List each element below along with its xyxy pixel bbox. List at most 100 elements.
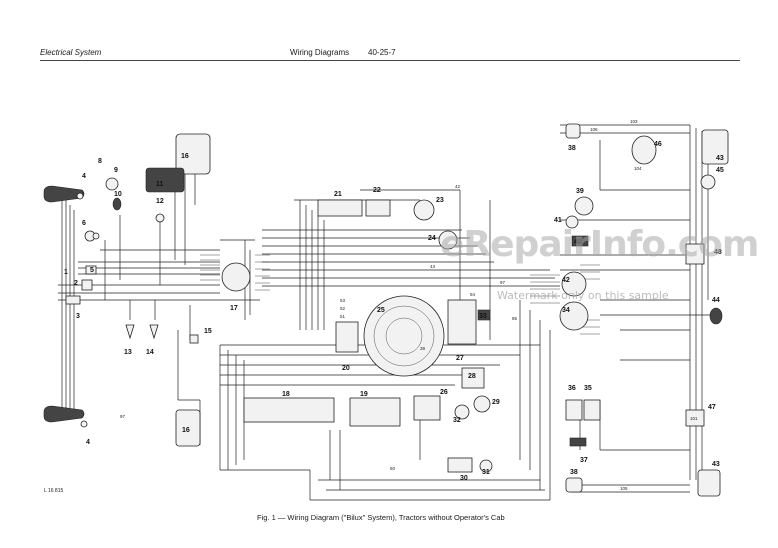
component-41-symbol	[565, 215, 579, 229]
label-component-32: 32	[453, 417, 461, 424]
component-47-box	[685, 409, 705, 427]
component-labels: 1 2 3 4 4 5 6 8 9 10 11 12 13 14 15 16 1…	[64, 141, 724, 482]
label-component-48: 48	[714, 249, 722, 256]
label-component-47: 47	[708, 404, 716, 411]
component-22-box	[365, 199, 391, 217]
component-26-box	[413, 395, 441, 421]
label-component-22: 22	[373, 187, 381, 194]
component-9-symbol	[105, 177, 119, 191]
component-42-connector	[561, 271, 587, 297]
label-component-38-lower: 38	[570, 469, 578, 476]
component-34-connector	[559, 301, 589, 331]
component-16-lower-box	[175, 409, 201, 447]
component-4-upper-bulb	[76, 192, 84, 200]
label-component-13: 13	[124, 349, 132, 356]
component-37-box	[569, 437, 587, 447]
component-29-symbol	[473, 395, 491, 413]
label-component-20: 20	[342, 365, 350, 372]
wire-number: 51	[340, 314, 346, 319]
component-33-box	[477, 309, 491, 321]
label-component-40: 40	[574, 239, 582, 246]
component-30-box	[447, 457, 473, 473]
component-5-box	[85, 265, 97, 275]
component-24-symbol	[438, 230, 458, 250]
label-component-24: 24	[428, 235, 436, 242]
component-27-fuse-block	[447, 299, 477, 345]
label-component-29: 29	[492, 399, 500, 406]
component-36-box	[565, 399, 583, 421]
component-12-symbol	[155, 213, 165, 223]
label-component-25: 25	[377, 307, 385, 314]
headlamp-upper	[43, 185, 85, 203]
label-component-9: 9	[114, 167, 118, 174]
wire-number: 97	[120, 414, 126, 419]
label-component-39: 39	[576, 188, 584, 195]
label-component-15: 15	[204, 328, 212, 335]
wire-number: 42	[455, 184, 461, 189]
label-component-46: 46	[654, 141, 662, 148]
wire-number: 103	[630, 119, 638, 124]
component-43-lower-box	[697, 469, 721, 497]
label-component-5: 5	[90, 267, 94, 274]
header-section: Electrical System	[40, 48, 102, 57]
label-component-10: 10	[114, 191, 122, 198]
component-21-box	[317, 199, 363, 217]
label-component-38-upper: 38	[568, 145, 576, 152]
wire-number: 104	[634, 166, 642, 171]
label-component-1: 1	[64, 269, 68, 276]
component-17-connector	[221, 262, 251, 292]
label-component-21: 21	[334, 191, 342, 198]
component-38-upper-plug	[565, 123, 581, 139]
label-component-4-upper: 4	[82, 173, 86, 180]
label-component-16-lower: 16	[182, 427, 190, 434]
label-component-6: 6	[82, 220, 86, 227]
label-component-31: 31	[482, 469, 490, 476]
component-48-box	[685, 243, 705, 265]
label-component-19: 19	[360, 391, 368, 398]
component-40-box	[571, 235, 589, 247]
wire-number: 52	[340, 306, 346, 311]
component-shapes	[43, 123, 729, 497]
component-19-relay-box	[349, 397, 401, 427]
component-4-lower-bulb	[80, 420, 88, 428]
header-title: Wiring Diagrams	[290, 48, 350, 57]
wire-number: 53	[340, 298, 346, 303]
component-10-symbol	[112, 197, 122, 211]
label-component-11: 11	[156, 181, 164, 188]
component-31-symbol	[479, 459, 493, 473]
component-11-box	[145, 167, 185, 193]
label-component-43-upper: 43	[716, 155, 724, 162]
wire-number: 94	[470, 292, 476, 297]
label-component-43-lower: 43	[712, 461, 720, 468]
figure-caption: Fig. 1 — Wiring Diagram ("Bilux" System)…	[257, 513, 505, 522]
component-6-symbol	[92, 232, 100, 240]
label-component-45: 45	[716, 167, 724, 174]
component-14-lamp	[149, 324, 159, 340]
label-component-36: 36	[568, 385, 576, 392]
wire-number: 43	[430, 264, 436, 269]
label-component-2: 2	[74, 280, 78, 287]
label-component-18: 18	[282, 391, 290, 398]
component-39-symbol	[574, 196, 594, 216]
component-43-upper-box	[701, 129, 729, 165]
label-component-42: 42	[562, 277, 570, 284]
label-component-26: 26	[440, 389, 448, 396]
label-component-27: 27	[456, 355, 464, 362]
watermark-note: Watermark only on this sample	[497, 289, 669, 302]
label-component-17: 17	[230, 305, 238, 312]
watermark-site: eRepairInfo.com	[440, 224, 759, 265]
component-35-box	[583, 399, 601, 421]
component-15-switch	[189, 334, 199, 344]
label-component-41: 41	[554, 217, 562, 224]
component-44-symbol	[709, 307, 723, 325]
wire-number: 101	[690, 416, 698, 421]
wire-number: 60	[390, 466, 396, 471]
label-component-35: 35	[584, 385, 592, 392]
label-component-3: 3	[76, 313, 80, 320]
label-component-12: 12	[156, 198, 164, 205]
label-component-28: 28	[468, 373, 476, 380]
component-28-box	[461, 367, 485, 389]
wire-number: 39	[420, 346, 426, 351]
component-23-symbol	[413, 199, 435, 221]
